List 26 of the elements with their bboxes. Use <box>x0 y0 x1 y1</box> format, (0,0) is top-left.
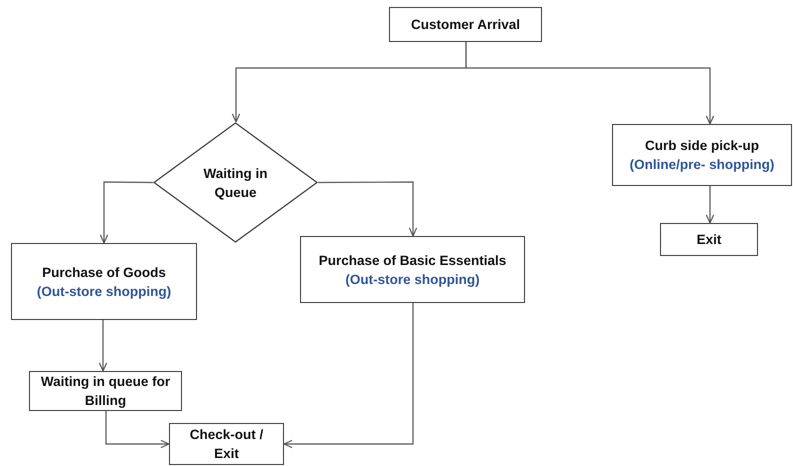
arrow <box>706 186 714 224</box>
box-label: Check-out / Exit <box>188 426 264 463</box>
box-label: Exit <box>696 231 722 249</box>
box-label: Purchase of Basic Essentials <box>318 252 506 270</box>
arrow <box>318 181 418 237</box>
box-label: Waiting in Queue <box>202 164 268 202</box>
arrow <box>465 42 714 125</box>
arrow <box>283 303 414 448</box>
box-subtitle: (Out-store shopping) <box>345 270 480 288</box>
arrow <box>100 181 153 244</box>
box-label: Purchase of Goods <box>42 264 166 282</box>
process-box <box>660 223 758 256</box>
process-box <box>11 243 197 320</box>
process-box <box>300 236 525 303</box>
arrow <box>98 320 108 372</box>
box-label: Waiting in queue for Billing <box>40 373 172 410</box>
process-box <box>612 124 792 186</box>
process-box <box>29 371 182 411</box>
box-label: Curb side pick-up <box>644 137 759 155</box>
box-subtitle: (Online/pre- shopping) <box>630 156 774 174</box>
process-box <box>389 7 542 42</box>
decision-diamond <box>153 122 318 243</box>
box-label: Customer Arrival <box>410 16 520 34</box>
arrow <box>105 411 170 448</box>
box-subtitle: (Out-store shopping) <box>36 282 172 300</box>
process-box <box>169 423 284 465</box>
